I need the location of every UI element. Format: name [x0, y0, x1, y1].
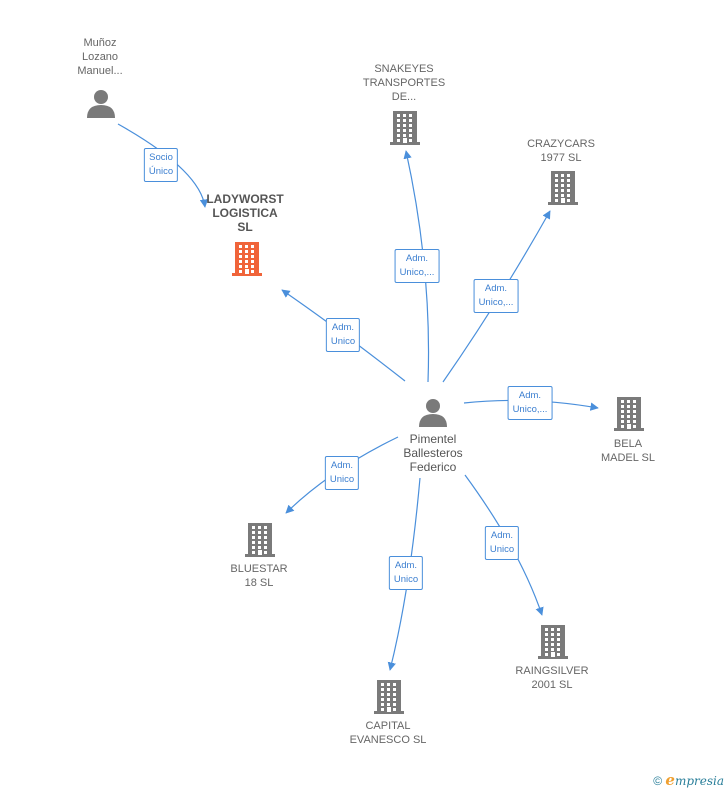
building-icon-bluestar[interactable] — [245, 523, 275, 562]
building-icon-capital[interactable] — [374, 680, 404, 719]
brand-logo: empresia — [665, 771, 724, 789]
edge-label-pimentel-bluestar[interactable]: Adm. Unico — [324, 456, 360, 490]
copyright-icon: © — [653, 774, 663, 788]
edge-label-pimentel-ladyworst[interactable]: Adm. Unico — [325, 318, 361, 352]
node-label-capital[interactable]: CAPITAL EVANESCO SL — [349, 720, 427, 746]
edge-label-pimentel-snakeyes[interactable]: Adm. Unico,... — [394, 249, 440, 283]
node-label-bela[interactable]: BELA MADEL SL — [600, 438, 656, 464]
footer-brand[interactable]: © empresia — [653, 771, 724, 789]
edge-munoz-ladyworst — [117, 123, 209, 208]
building-icon-raingsilver[interactable] — [538, 625, 568, 664]
building-icon-ladyworst[interactable] — [232, 242, 262, 281]
building-icon-snakeyes[interactable] — [390, 111, 420, 150]
node-label-snakeyes[interactable]: SNAKEYES TRANSPORTES DE... — [362, 63, 446, 103]
person-icon-munoz[interactable] — [86, 88, 116, 123]
node-label-munoz[interactable]: Muñoz Lozano Manuel... — [77, 37, 123, 77]
edge-label-pimentel-raingsilver[interactable]: Adm. Unico — [484, 526, 520, 560]
node-label-raingsilver[interactable]: RAINGSILVER 2001 SL — [515, 665, 589, 691]
edge-label-pimentel-capital[interactable]: Adm. Unico — [388, 556, 424, 590]
node-label-pimentel[interactable]: Pimentel Ballesteros Federico — [403, 432, 463, 474]
node-label-bluestar[interactable]: BLUESTAR 18 SL — [230, 563, 288, 589]
edge-label-pimentel-crazycars[interactable]: Adm. Unico,... — [473, 279, 519, 313]
node-label-ladyworst[interactable]: LADYWORST LOGISTICA SL — [206, 192, 284, 234]
person-icon-pimentel[interactable] — [418, 397, 448, 432]
building-icon-crazycars[interactable] — [548, 171, 578, 210]
node-label-crazycars[interactable]: CRAZYCARS 1977 SL — [527, 138, 595, 164]
edge-label-munoz-ladyworst[interactable]: Socio Único — [143, 148, 179, 182]
edge-label-pimentel-bela[interactable]: Adm. Unico,... — [507, 386, 553, 420]
building-icon-bela[interactable] — [614, 397, 644, 436]
